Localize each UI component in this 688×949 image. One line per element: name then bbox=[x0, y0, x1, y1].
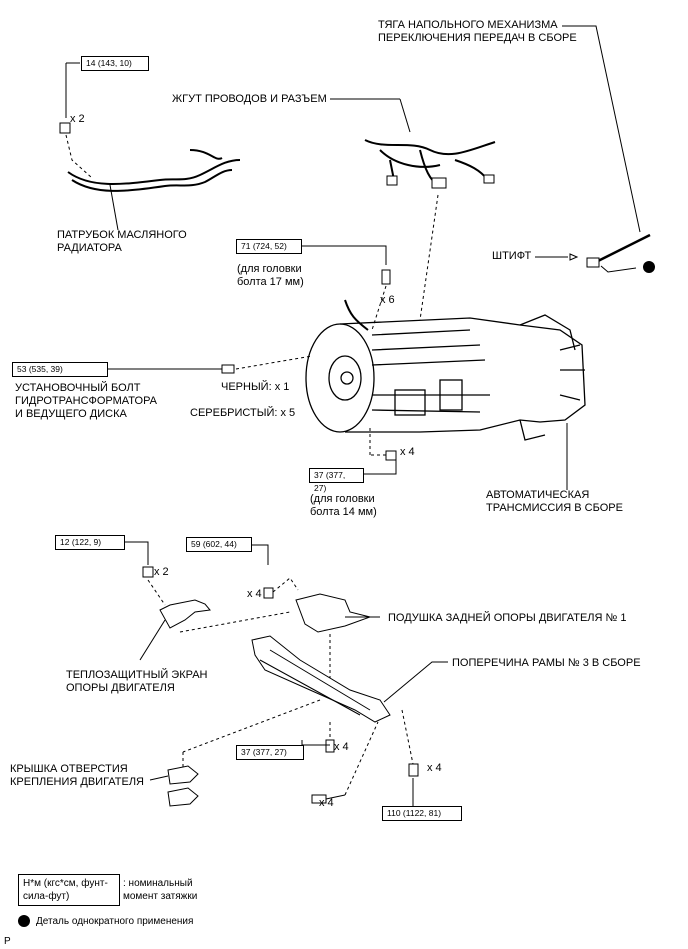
label-oil-cooler-tube: ПАТРУБОК МАСЛЯНОГО РАДИАТОРА bbox=[57, 229, 187, 254]
crossmember-part bbox=[251, 635, 391, 723]
bolt-53 bbox=[221, 364, 235, 374]
non-reusable-dot-icon bbox=[643, 261, 655, 273]
leader-shift-rod bbox=[562, 25, 641, 233]
label-bolt-14mm-note: (для головки болта 14 мм) bbox=[310, 493, 377, 518]
shift-rod bbox=[595, 233, 651, 264]
torque-box-71: 71 (724, 52) bbox=[236, 239, 302, 254]
qty-37-upper: x 4 bbox=[400, 446, 415, 458]
bolt-71 bbox=[381, 269, 391, 285]
qty-59: x 4 bbox=[247, 588, 262, 600]
legend-torque-desc: : номинальный момент затяжки bbox=[123, 878, 198, 902]
legend-non-reusable: Деталь однократного применения bbox=[36, 916, 194, 927]
bolt-14 bbox=[59, 122, 71, 134]
rear-mount-insulator-part bbox=[295, 593, 372, 633]
oil-cooler-tube-part bbox=[67, 149, 241, 192]
label-black-qty: ЧЕРНЫЙ: x 1 bbox=[221, 381, 290, 393]
label-pin: ШТИФТ bbox=[492, 250, 532, 262]
label-drive-plate-bolt: УСТАНОВОЧНЫЙ БОЛТ ГИДРОТРАНСФОРМАТОРА И … bbox=[15, 382, 158, 420]
heat-insulator-part bbox=[159, 599, 211, 629]
label-auto-transmission: АВТОМАТИЧЕСКАЯ ТРАНСМИССИЯ В СБОРЕ bbox=[486, 489, 623, 514]
torque-box-37-lower: 37 (377, 27) bbox=[236, 745, 304, 760]
label-heat-insulator: ТЕПЛОЗАЩИТНЫЙ ЭКРАН ОПОРЫ ДВИГАТЕЛЯ bbox=[66, 669, 208, 694]
bolt-37b bbox=[325, 739, 335, 753]
torque-box-110: 110 (1122, 81) bbox=[382, 806, 462, 821]
legend-torque-units: Н*м (кгс*см, фунт- сила-фут) bbox=[18, 874, 120, 906]
torque-box-59: 59 (602, 44) bbox=[186, 537, 252, 552]
torque-box-14: 14 (143, 10) bbox=[81, 56, 149, 71]
hole-cover-part-1 bbox=[167, 765, 199, 785]
bolt-12 bbox=[142, 566, 154, 578]
shift-rod-end bbox=[586, 257, 600, 268]
label-crossmember: ПОПЕРЕЧИНА РАМЫ № 3 В СБОРЕ bbox=[452, 657, 641, 669]
label-wire-harness: ЖГУТ ПРОВОДОВ И РАЗЪЕМ bbox=[172, 93, 327, 105]
nut-110 bbox=[408, 763, 419, 777]
wire-harness-part bbox=[364, 139, 496, 186]
qty-37-lower: x 4 bbox=[334, 741, 349, 753]
qty-14: x 2 bbox=[70, 113, 85, 125]
pin-part bbox=[569, 253, 579, 261]
label-bolt-17mm-note: (для головки болта 17 мм) bbox=[237, 263, 304, 288]
hole-cover-part-2 bbox=[167, 787, 199, 807]
torque-box-12: 12 (122, 9) bbox=[55, 535, 125, 550]
qty-bottom-bolt: x 4 bbox=[319, 797, 334, 809]
qty-71: x 6 bbox=[380, 294, 395, 306]
transmission-part bbox=[305, 299, 586, 441]
bolt-bottom bbox=[311, 794, 327, 804]
bolt-37a bbox=[385, 450, 397, 461]
bolt-59 bbox=[263, 587, 274, 599]
label-mounting-hole-cover: КРЫШКА ОТВЕРСТИЯ КРЕПЛЕНИЯ ДВИГАТЕЛЯ bbox=[10, 763, 145, 788]
corner-mark: P bbox=[4, 936, 11, 947]
label-shift-lever-rod: ТЯГА НАПОЛЬНОГО МЕХАНИЗМА ПЕРЕКЛЮЧЕНИЯ П… bbox=[378, 19, 577, 44]
label-silver-qty: СЕРЕБРИСТЫЙ: x 5 bbox=[190, 407, 296, 419]
legend-non-reusable-dot-icon bbox=[18, 915, 30, 927]
torque-box-37-upper: 37 (377, 27) bbox=[309, 468, 364, 493]
torque-box-53: 53 (535, 39) bbox=[12, 362, 108, 377]
qty-12: x 2 bbox=[154, 566, 169, 578]
qty-110: x 4 bbox=[427, 762, 442, 774]
label-rear-mount-insulator: ПОДУШКА ЗАДНЕЙ ОПОРЫ ДВИГАТЕЛЯ № 1 bbox=[388, 612, 627, 624]
